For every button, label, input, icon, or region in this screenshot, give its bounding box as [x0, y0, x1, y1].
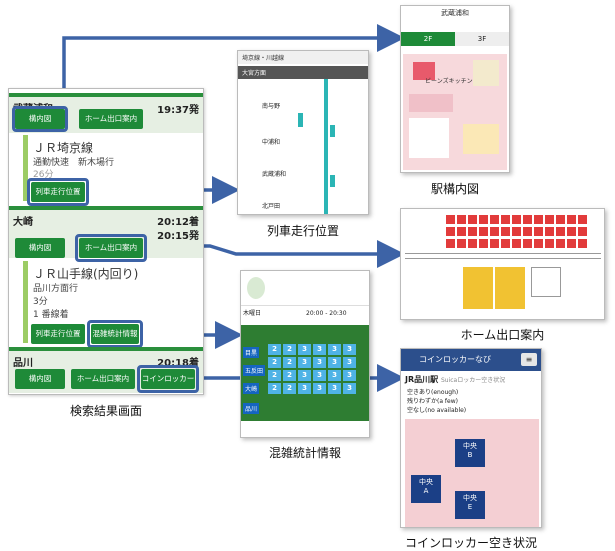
platform-exit-button[interactable]: ホーム出口案内 — [79, 238, 143, 258]
locker-letter: B — [467, 451, 473, 459]
station-label: 北戸田 — [262, 203, 281, 210]
search-result-panel: 武蔵浦和 19:37発 構内図 ホーム出口案内 ＪＲ埼京線 通勤快速 新木場行 … — [8, 88, 204, 395]
car-row — [445, 227, 601, 236]
congestion-button[interactable]: 混雑統計情報 — [91, 324, 139, 344]
caption-train-position: 列車走行位置 — [266, 224, 339, 238]
train-marker — [330, 175, 335, 187]
station-map-button[interactable]: 構内図 — [15, 369, 65, 389]
route-line — [23, 261, 28, 343]
locker-letter: E — [467, 503, 473, 511]
tab-2f[interactable]: 2F — [401, 32, 455, 46]
highlight-frame — [12, 106, 68, 132]
app-title: コインロッカーなび — [419, 355, 491, 364]
station-label: 中浦和 — [262, 139, 281, 146]
station-row-label: 目黒 — [243, 347, 260, 358]
coin-locker-button[interactable]: コインロッカー — [141, 369, 195, 389]
station-label: 武蔵浦和 — [262, 171, 287, 178]
platform-exit-button[interactable]: ホーム出口案内 — [71, 369, 135, 389]
station-name: 大崎 — [13, 217, 33, 228]
legend-none: 空なし(no available) — [407, 407, 467, 414]
day-label: 木曜日 — [243, 310, 262, 317]
station-map-screenshot: 武蔵浦和 2F 3F ビーンズキッチン — [400, 5, 510, 173]
legend-enough: 空きあり(enough) — [407, 389, 459, 396]
locker-box-label: 中央 — [463, 442, 477, 450]
menu-icon[interactable]: ≡ — [521, 353, 537, 366]
highlight-frame — [87, 320, 143, 348]
train-marker — [330, 125, 335, 137]
route-line — [23, 135, 28, 201]
station-name: 品川 — [13, 358, 33, 369]
caption-coin-locker: コインロッカー空き状況 — [404, 536, 537, 550]
app-header: コインロッカーなび ≡ — [401, 349, 541, 371]
train-marker — [298, 113, 303, 127]
duration: 3分 — [33, 297, 48, 307]
station-row-label: 五反田 — [243, 365, 266, 376]
train-position-button[interactable]: 列車走行位置 — [31, 182, 85, 202]
line-name: ＪＲ埼京線 — [33, 141, 94, 155]
station-map-button[interactable]: 構内図 — [15, 109, 65, 129]
locker-station: JR品川駅 — [405, 375, 439, 384]
exit-block — [495, 267, 525, 309]
floor-tabs: 2F 3F — [401, 32, 509, 46]
train-position-screenshot: 埼京線・川越線 大宮方面 南与野 中浦和 武蔵浦和 北戸田 — [237, 50, 369, 215]
train-direction-bar: 大宮方面 — [238, 66, 368, 79]
car-row — [445, 239, 601, 248]
train-direction: 通勤快速 新木場行 — [33, 158, 115, 168]
station-row-label: 大崎 — [243, 383, 260, 394]
caption-congestion: 混雑統計情報 — [268, 446, 341, 460]
station-label: 南与野 — [262, 103, 281, 110]
arrow-station-map — [62, 24, 405, 105]
highlight-frame — [75, 234, 147, 262]
exit-block — [463, 267, 493, 309]
shop-label: ビーンズキッチン — [425, 78, 473, 85]
caption-search-result: 検索結果画面 — [69, 404, 142, 418]
arrival-time: 20:18着 — [157, 358, 199, 369]
train-direction: 品川方面行 — [33, 284, 79, 294]
map-title: 武蔵浦和 — [441, 9, 469, 17]
line-name: ＪＲ山手線(内回り) — [33, 267, 139, 281]
floor-map: ビーンズキッチン — [403, 54, 507, 170]
arrival-time: 20:12着 — [157, 217, 199, 228]
station-map-button[interactable]: 構内図 — [15, 238, 65, 258]
time-range: 20:00 - 20:30 — [306, 310, 347, 317]
departure-time: 19:37発 — [157, 105, 199, 116]
departure-time: 20:15発 — [157, 231, 199, 242]
caption-platform-exit: ホーム出口案内 — [460, 328, 545, 342]
legend-few: 残りわずか(a few) — [407, 398, 458, 405]
track-line — [324, 79, 328, 214]
train-header: 埼京線・川越線 — [238, 51, 368, 64]
platform-exit-screenshot — [400, 208, 605, 320]
locker-letter: A — [423, 487, 429, 495]
coin-locker-screenshot: コインロッカーなび ≡ JR品川駅 Suicaロッカー空き状況 空きあり(eno… — [400, 348, 542, 528]
highlight-frame — [27, 178, 89, 206]
car-row — [445, 215, 601, 224]
locker-subtitle: Suicaロッカー空き状況 — [440, 377, 506, 384]
platform-exit-button[interactable]: ホーム出口案内 — [79, 109, 143, 129]
car-info: 1 番線着 — [33, 310, 69, 320]
tab-3f[interactable]: 3F — [455, 32, 509, 46]
locker-box-label: 中央 — [419, 478, 433, 486]
locker-box-label: 中央 — [463, 494, 477, 502]
station-row-label: 品川 — [243, 403, 260, 414]
highlight-frame — [137, 365, 199, 393]
caption-station-map: 駅構内図 — [430, 182, 479, 196]
train-position-button[interactable]: 列車走行位置 — [31, 324, 85, 344]
duration: 26分 — [33, 170, 54, 180]
